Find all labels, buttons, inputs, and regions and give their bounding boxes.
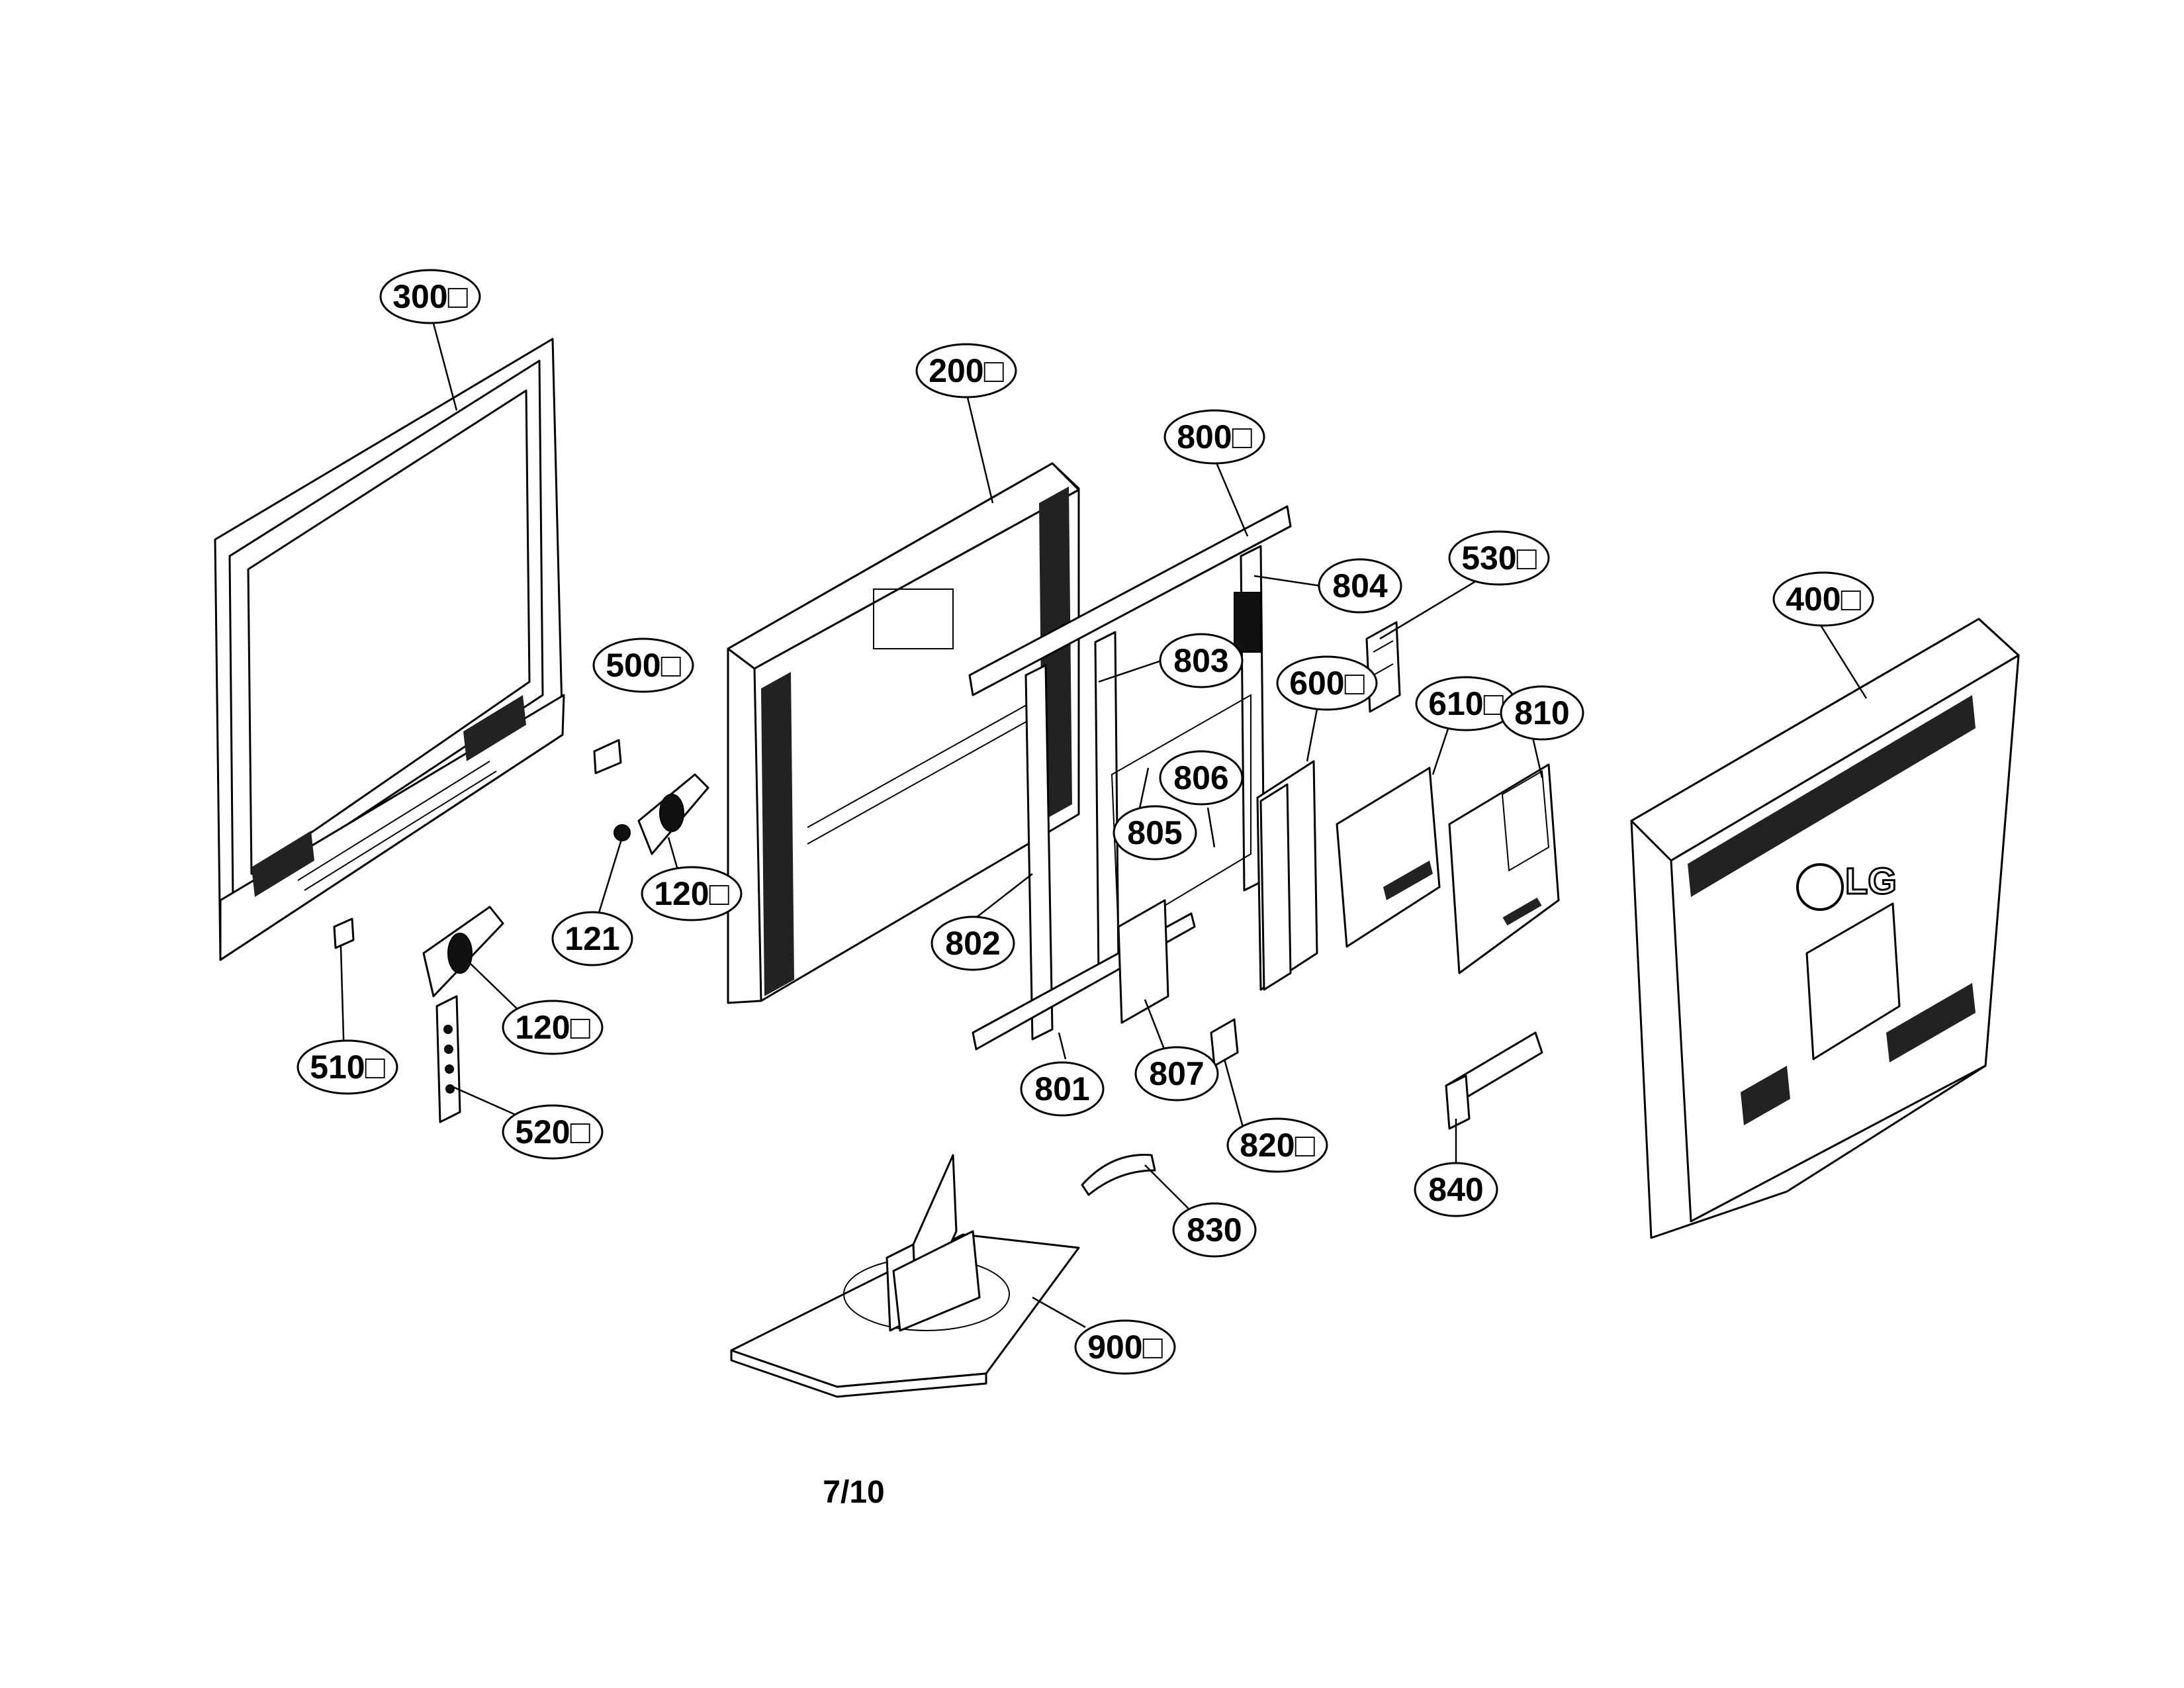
part-front-bezel xyxy=(214,338,565,961)
callout-label: 600□ xyxy=(1289,665,1365,702)
brand-logo-text: LG xyxy=(1845,860,1897,902)
callout-804: 804 xyxy=(1318,558,1402,614)
callout-807: 807 xyxy=(1134,1046,1219,1102)
part-lcd-panel xyxy=(727,462,1080,1004)
callout-label: 900□ xyxy=(1087,1329,1163,1366)
callout-label: 806 xyxy=(1173,759,1228,796)
part-600-module xyxy=(1256,760,1318,991)
part-840-holder xyxy=(1445,1031,1543,1130)
part-speaker-upper xyxy=(637,773,709,855)
callout-label: 520□ xyxy=(515,1113,590,1150)
part-stand xyxy=(730,1154,1080,1398)
callout-806: 806 xyxy=(1159,750,1244,806)
callout-label: 840 xyxy=(1428,1171,1483,1208)
callout-label: 807 xyxy=(1149,1055,1204,1092)
callout-803: 803 xyxy=(1159,633,1244,688)
part-520-keypad xyxy=(435,995,461,1123)
part-121-clip xyxy=(614,824,631,841)
callout-520: 520□ xyxy=(502,1104,604,1160)
callout-400: 400□ xyxy=(1772,571,1874,627)
callout-label: 804 xyxy=(1332,567,1388,604)
callout-120-upper: 120□ xyxy=(641,866,743,921)
part-530-bracket xyxy=(1365,621,1401,713)
leader-lines xyxy=(340,310,1868,1329)
callout-830: 830 xyxy=(1172,1202,1257,1258)
part-807-bracket xyxy=(1117,899,1169,1024)
part-820-switch xyxy=(1210,1018,1239,1067)
part-speaker-lower xyxy=(422,906,504,998)
part-830-cover xyxy=(1081,1154,1156,1196)
callout-801: 801 xyxy=(1020,1061,1105,1117)
callout-500: 500□ xyxy=(592,637,694,693)
callout-label: 510□ xyxy=(310,1049,385,1086)
callout-label: 802 xyxy=(945,925,1000,962)
callout-200: 200□ xyxy=(915,343,1017,399)
callout-530: 530□ xyxy=(1448,530,1550,586)
callout-label: 800□ xyxy=(1177,418,1252,455)
callout-820: 820□ xyxy=(1226,1117,1328,1173)
callout-610: 610□ xyxy=(1415,676,1517,731)
callout-510: 510□ xyxy=(296,1039,398,1095)
callout-label: 300□ xyxy=(392,278,468,315)
callout-label: 801 xyxy=(1034,1070,1089,1107)
callout-120-lower: 120□ xyxy=(502,1000,604,1055)
callout-840: 840 xyxy=(1414,1162,1498,1217)
callout-label: 530□ xyxy=(1461,539,1537,577)
callout-802: 802 xyxy=(931,915,1015,971)
callout-label: 200□ xyxy=(929,352,1004,389)
callout-label: 120□ xyxy=(515,1009,590,1046)
callout-label: 830 xyxy=(1187,1211,1242,1248)
callout-label: 820□ xyxy=(1240,1127,1315,1164)
callout-600: 600□ xyxy=(1276,655,1378,711)
callout-121: 121 xyxy=(551,911,633,966)
callout-label: 121 xyxy=(565,920,619,957)
part-610-main-board xyxy=(1336,767,1441,948)
callout-900: 900□ xyxy=(1074,1319,1176,1375)
callout-300: 300□ xyxy=(379,269,481,324)
callout-label: 805 xyxy=(1127,814,1182,851)
callout-label: 803 xyxy=(1173,642,1228,679)
callout-label: 810 xyxy=(1514,694,1569,731)
part-510-board xyxy=(333,917,355,949)
callout-810: 810 xyxy=(1500,685,1584,741)
page-number: 7/10 xyxy=(823,1475,884,1510)
callout-label: 500□ xyxy=(606,647,681,684)
part-810-shield xyxy=(1448,763,1560,974)
callout-805: 805 xyxy=(1113,805,1197,861)
callout-800: 800□ xyxy=(1163,409,1265,465)
part-back-cover: LG xyxy=(1630,618,2020,1239)
lg-logo-icon: LG xyxy=(1796,859,1897,911)
callout-label: 610□ xyxy=(1428,685,1504,722)
part-500-block xyxy=(593,739,622,774)
callout-label: 400□ xyxy=(1786,581,1861,618)
callout-label: 120□ xyxy=(654,875,729,912)
